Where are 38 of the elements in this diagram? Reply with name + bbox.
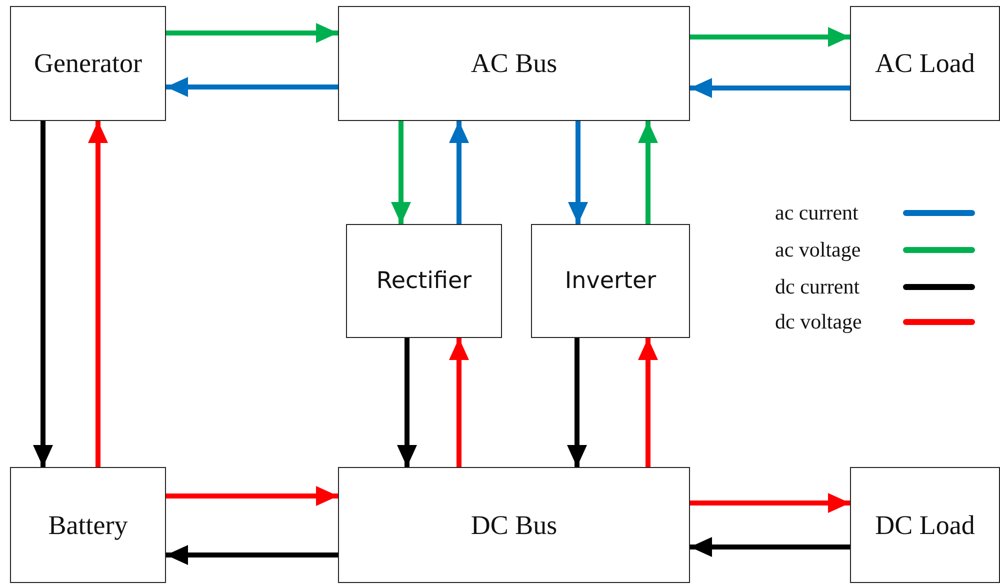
block-label: Inverter [564,268,656,294]
block-label: Rectifier [376,268,472,294]
block-box [10,6,166,121]
arrow [690,27,850,47]
arrow [88,121,108,467]
arrow [690,537,850,557]
arrow [449,338,469,467]
arrow [33,121,53,467]
block-label: DC Bus [470,510,558,540]
block-box [531,224,690,338]
block-label: DC Load [875,510,975,540]
legend-label: ac current [775,200,858,226]
block-label: AC Bus [470,48,558,79]
block-label: Battery [48,510,128,540]
legend-label: dc current [775,274,860,300]
arrow [567,338,587,467]
block-box [338,467,690,583]
arrow [166,77,338,97]
arrow [638,121,658,224]
arrow [166,23,338,43]
arrow [690,78,850,98]
block-box [338,6,690,121]
block-box [346,224,502,338]
block-label: Generator [34,48,142,79]
arrow [166,486,338,506]
arrow [397,338,417,467]
legend-label: ac voltage [775,238,861,262]
arrow [449,121,469,224]
block-box [10,467,166,583]
arrow [166,545,338,565]
block-box [850,467,1000,583]
arrow [391,121,411,224]
arrow [568,121,588,224]
arrow [638,338,658,467]
block-box [850,6,1000,121]
block-label: AC Load [875,48,975,79]
arrow [690,493,850,513]
legend-label: dc voltage [775,310,862,334]
